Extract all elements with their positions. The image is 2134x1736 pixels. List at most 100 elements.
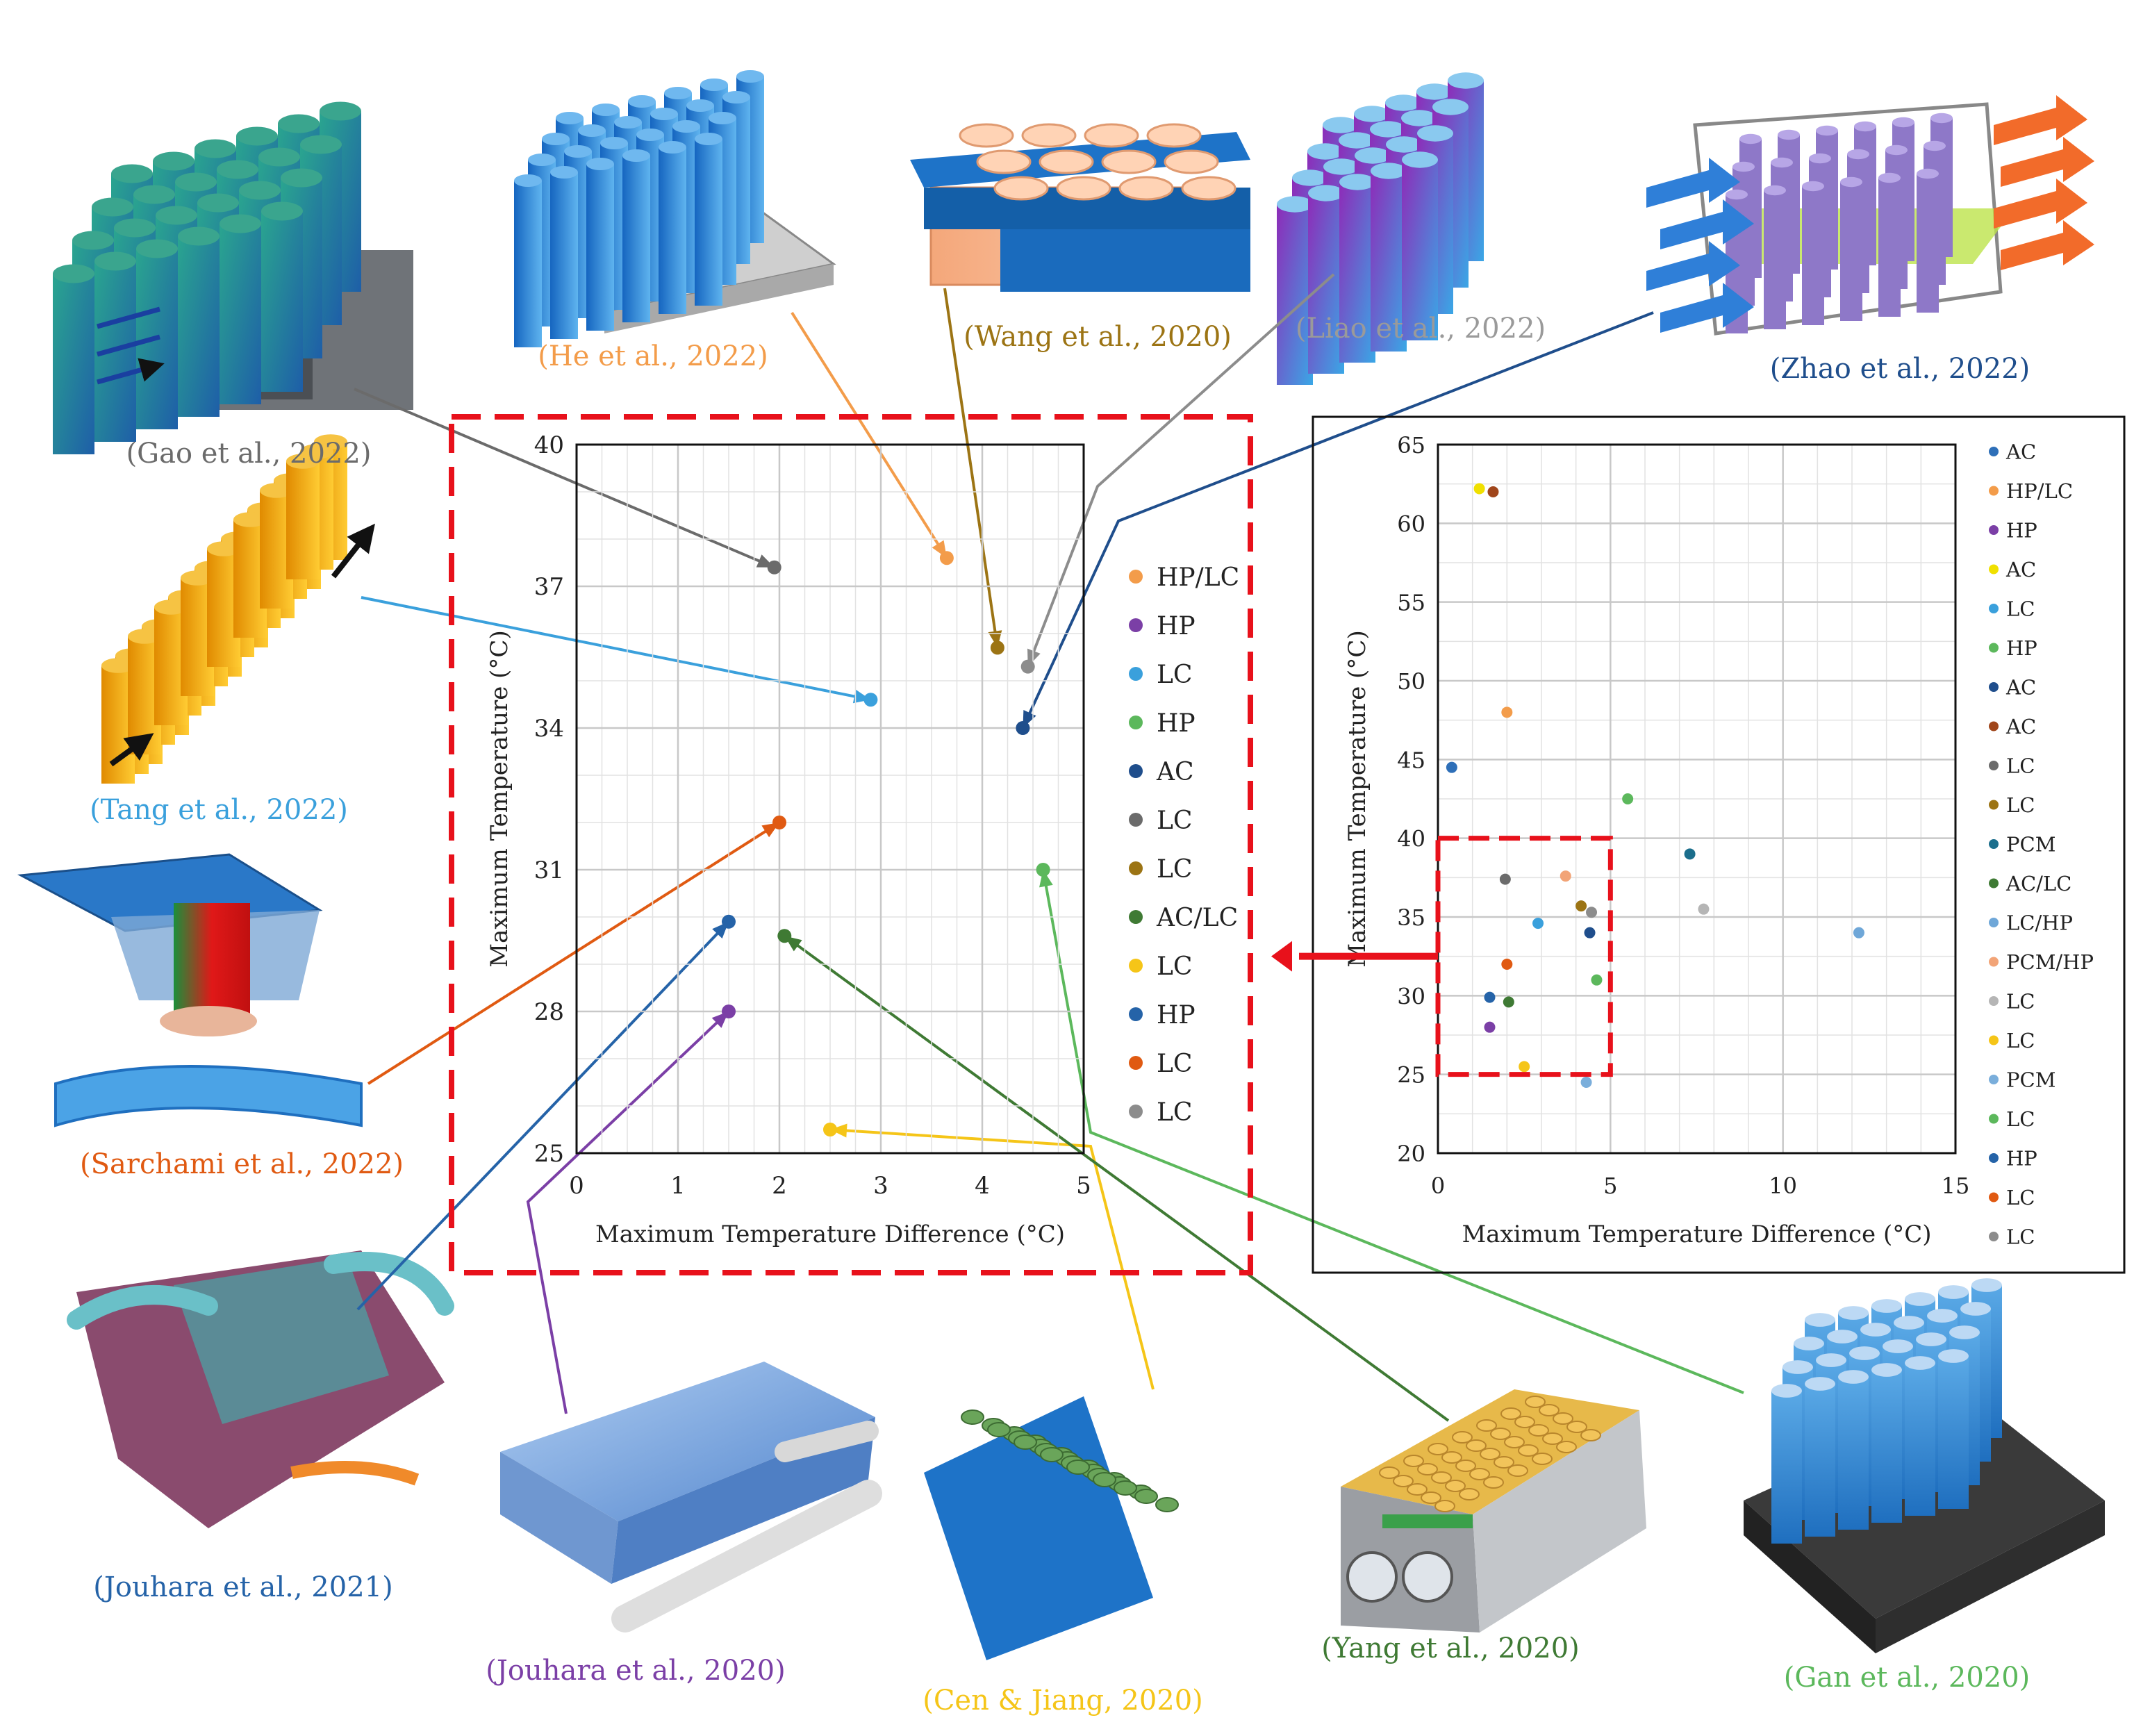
legend-label: AC/LC [2005,872,2071,895]
cell-top [1407,1483,1428,1496]
legend-marker [1989,447,1999,456]
cylinder [1802,181,1824,192]
leader-line [354,388,775,569]
cylinder [1402,151,1438,168]
cylinder [1927,1309,1958,1323]
x-tick-label: 0 [569,1172,584,1200]
legend-label: LC [1157,807,1192,835]
legend-marker [1129,959,1143,973]
y-tick-label: 30 [1397,983,1425,1009]
cylinder [550,172,578,339]
data-point [823,1123,837,1136]
legend-marker [1129,667,1143,681]
cell-top [1084,123,1139,148]
cell-top [961,1410,984,1425]
cylinder [1840,176,1862,188]
cylinder [709,112,736,124]
cylinder [286,461,320,579]
cylinder [514,174,542,187]
data-point [1484,991,1496,1003]
cell-top [1514,1416,1535,1428]
zhao-illustration [1646,95,2094,336]
cylinder [586,164,614,331]
legend-label: LC [1157,661,1192,689]
flow-arrow [1660,283,1754,333]
y-axis-label: Maximum Temperature (°C) [1343,630,1371,967]
full-chart-frame [1312,415,2126,1274]
cylinder [1323,117,1359,133]
cylinder [1371,163,1407,179]
cylinder [92,197,133,217]
cylinder [1354,106,1390,122]
legend-label: HP [1157,1001,1196,1030]
cylinder [1307,143,1343,160]
x-tick-label: 2 [772,1172,787,1200]
cylinder [300,135,342,154]
cylinder [1771,157,1793,168]
cylinder [156,206,197,225]
x-tick-label: 3 [873,1172,888,1200]
data-point [772,816,786,829]
caption-cen: (Cen & Jiang, 2020) [923,1685,1203,1717]
cell-top [1483,1476,1504,1489]
cylinder [153,151,195,171]
cylinder [128,629,161,644]
legend-label: HP [2006,518,2037,542]
gan-illustration [1744,1278,2105,1653]
cylinder [133,185,175,204]
cylinder [700,78,728,91]
cylinder [1878,172,1901,183]
cylinder [1771,1391,1802,1544]
data-point [863,693,878,707]
cylinder [260,483,293,498]
cell-top [1431,1471,1452,1484]
wang-illustration [910,123,1250,292]
cylinder [659,147,686,314]
data-point [1503,996,1514,1008]
cylinder [1385,94,1421,111]
data-point [1484,1021,1496,1033]
cell-top [1542,1432,1563,1445]
cylinder [1339,132,1375,149]
data-point [1560,870,1571,882]
cylinder [281,168,322,188]
cylinder [181,570,214,586]
cell-top [1101,149,1157,174]
cell-top [1580,1429,1601,1441]
cell-top [1134,1489,1158,1504]
cylinder [1938,1349,1969,1363]
cylinder [614,116,642,129]
legend-marker [1989,486,1999,496]
cylinder [261,201,303,221]
cylinder [1878,178,1901,317]
cell-top [1494,1456,1514,1469]
cylinder [1905,1363,1935,1516]
zoom-region-box [1435,836,1613,1077]
cell-top [1021,123,1077,148]
cell-top [1556,1441,1577,1453]
cylinder [1885,144,1908,156]
legend-label: LC [2006,1225,2035,1248]
caption-gao: (Gao et al., 2022) [126,438,372,470]
x-tick-label: 10 [1769,1173,1797,1199]
cell-top [1553,1412,1573,1425]
caption-yang: (Yang et al., 2020) [1321,1632,1580,1664]
cell-top [1500,1407,1521,1420]
cylinder [207,541,240,556]
legend-label: HP/LC [2006,479,2073,503]
cylinder [1448,72,1484,89]
caption-liao: (Liao et al., 2022) [1295,313,1546,345]
cylinder [320,101,361,121]
cylinder [672,120,700,133]
data-point [1016,721,1030,735]
gao-illustration [53,101,413,454]
y-tick-label: 50 [1397,668,1425,695]
legend-label: LC [2006,793,2035,817]
cylinder [114,218,156,238]
cylinder [220,224,261,404]
caption-zhao: (Zhao et al., 2022) [1769,353,2030,385]
y-tick-label: 37 [534,573,564,601]
legend-marker [1989,996,1999,1006]
cylinder [1308,185,1344,201]
